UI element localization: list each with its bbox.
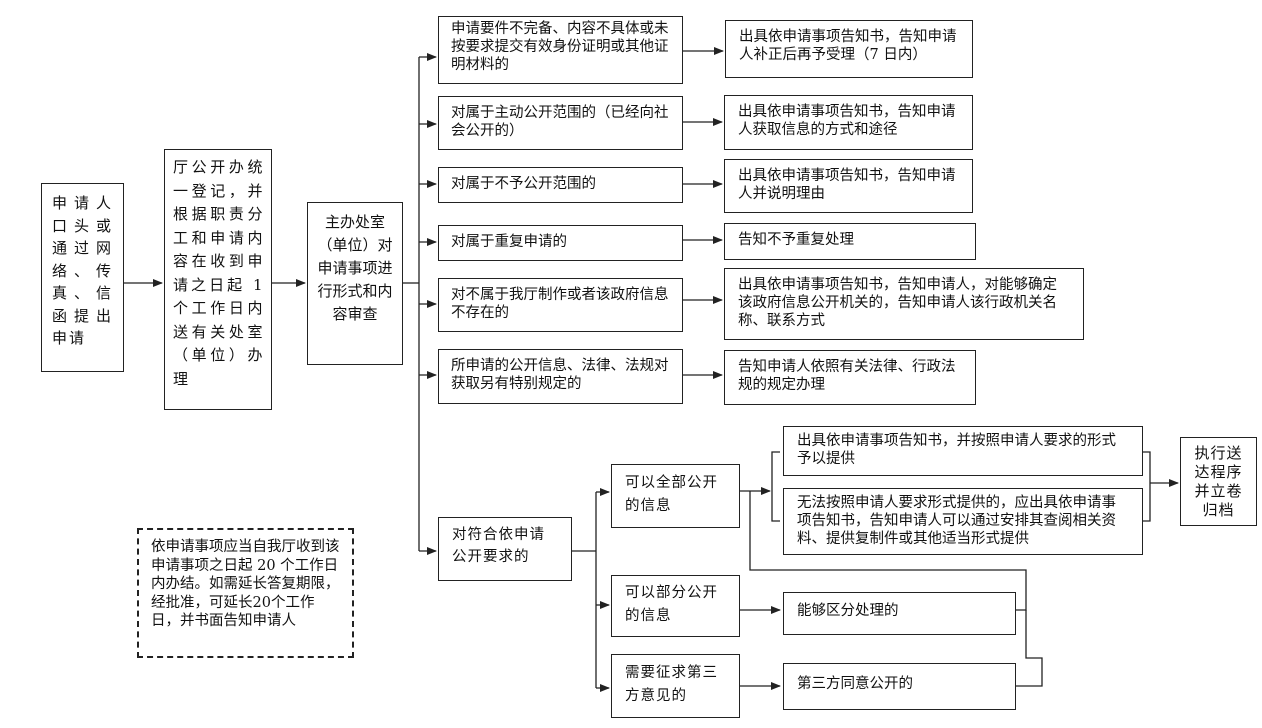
condition-box-1: 申请要件不完备、内容不具体或未按要求提交有效身份证明或其他证明材料的 xyxy=(438,16,683,84)
bracket-to-final xyxy=(1143,451,1151,522)
result-text-2: 出具依申请事项告知书，告知申请人获取信息的方式和途径 xyxy=(738,104,956,138)
result-box-3: 出具依申请事项告知书，告知申请人并说明理由 xyxy=(724,159,973,213)
result-box-1: 出具依申请事项告知书，告知申请人补正后再予受理（7 日内） xyxy=(725,20,973,78)
full-open-result-text-1: 出具依申请事项告知书，并按照申请人要求的形式予以提供 xyxy=(797,433,1116,467)
partial-result-text: 能够区分处理的 xyxy=(797,603,899,619)
result-box-6: 告知申请人依照有关法律、行政法规的规定办理 xyxy=(724,350,976,405)
condition-text-1: 申请要件不完备、内容不具体或未按要求提交有效身份证明或其他证明材料的 xyxy=(451,21,669,73)
compliant-text: 对符合依申请公开要求的 xyxy=(452,527,545,565)
condition-text-6: 所申请的公开信息、法律、法规对获取另有特别规定的 xyxy=(451,358,669,392)
condition-text-3: 对属于不予公开范围的 xyxy=(451,176,596,192)
result-text-6: 告知申请人依照有关法律、行政法规的规定办理 xyxy=(738,359,956,393)
condition-text-5: 对不属于我厅制作或者该政府信息不存在的 xyxy=(451,287,669,321)
loop-partial-to-results xyxy=(749,491,1027,611)
review-box: 主办处室（单位）对申请事项进行形式和内容审查 xyxy=(307,202,403,365)
registration-box: 厅公开办统一登记，并根据职责分工和申请内容在收到申请之日起 1 个工作日内送有关… xyxy=(164,149,272,410)
condition-box-4: 对属于重复申请的 xyxy=(438,225,683,261)
loop-third-party-to-results xyxy=(1016,610,1043,687)
compliant-box: 对符合依申请公开要求的 xyxy=(438,517,572,581)
partial-open-text: 可以部分公开的信息 xyxy=(625,585,718,624)
applicant-box: 申请人口头或通过网络、传真、信函提出申请 xyxy=(41,183,124,372)
final-box: 执行送达程序并立卷归档 xyxy=(1180,437,1257,526)
registration-text: 厅公开办统一登记，并根据职责分工和申请内容在收到申请之日起 1 个工作日内送有关… xyxy=(173,158,263,388)
result-box-5: 出具依申请事项告知书，告知申请人，对能够确定该政府信息公开机关的，告知申请人该行… xyxy=(724,268,1084,340)
third-party-result-box: 第三方同意公开的 xyxy=(783,663,1016,710)
result-text-4: 告知不予重复处理 xyxy=(738,232,854,248)
full-open-result-box-2: 无法按照申请人要求形式提供的，应出具依申请事项告知书，告知申请人可以通过安排其查… xyxy=(783,488,1143,555)
full-open-result-box-1: 出具依申请事项告知书，并按照申请人要求的形式予以提供 xyxy=(783,426,1143,476)
condition-text-4: 对属于重复申请的 xyxy=(451,234,567,250)
third-party-box: 需要征求第三方意见的 xyxy=(611,654,740,718)
deadline-note-box: 依申请事项应当自我厅收到该申请事项之日起 20 个工作日内办结。如需延长答复期限… xyxy=(137,528,354,658)
third-party-text: 需要征求第三方意见的 xyxy=(625,665,718,704)
result-box-2: 出具依申请事项告知书，告知申请人获取信息的方式和途径 xyxy=(724,95,973,150)
review-text: 主办处室（单位）对申请事项进行形式和内容审查 xyxy=(317,213,393,323)
condition-box-6: 所申请的公开信息、法律、法规对获取另有特别规定的 xyxy=(438,349,683,404)
applicant-text: 申请人口头或通过网络、传真、信函提出申请 xyxy=(52,194,113,347)
condition-text-2: 对属于主动公开范围的（已经向社会公开的） xyxy=(451,105,669,139)
partial-result-box: 能够区分处理的 xyxy=(783,592,1016,635)
full-open-text: 可以全部公开的信息 xyxy=(625,475,718,514)
result-text-5: 出具依申请事项告知书，告知申请人，对能够确定该政府信息公开机关的，告知申请人该行… xyxy=(738,277,1057,329)
full-open-result-text-2: 无法按照申请人要求形式提供的，应出具依申请事项告知书，告知申请人可以通过安排其查… xyxy=(797,495,1116,547)
bracket-full-open-results xyxy=(771,451,780,522)
condition-box-3: 对属于不予公开范围的 xyxy=(438,167,683,203)
condition-box-2: 对属于主动公开范围的（已经向社会公开的） xyxy=(438,96,683,150)
full-open-box: 可以全部公开的信息 xyxy=(611,464,740,528)
result-text-1: 出具依申请事项告知书，告知申请人补正后再予受理（7 日内） xyxy=(739,29,957,63)
final-text: 执行送达程序并立卷归档 xyxy=(1194,444,1243,519)
partial-open-box: 可以部分公开的信息 xyxy=(611,575,740,637)
result-text-3: 出具依申请事项告知书，告知申请人并说明理由 xyxy=(738,168,956,202)
deadline-note-text: 依申请事项应当自我厅收到该申请事项之日起 20 个工作日内办结。如需延长答复期限… xyxy=(151,539,340,629)
condition-box-5: 对不属于我厅制作或者该政府信息不存在的 xyxy=(438,278,683,332)
third-party-result-text: 第三方同意公开的 xyxy=(797,676,913,692)
result-box-4: 告知不予重复处理 xyxy=(724,223,976,260)
